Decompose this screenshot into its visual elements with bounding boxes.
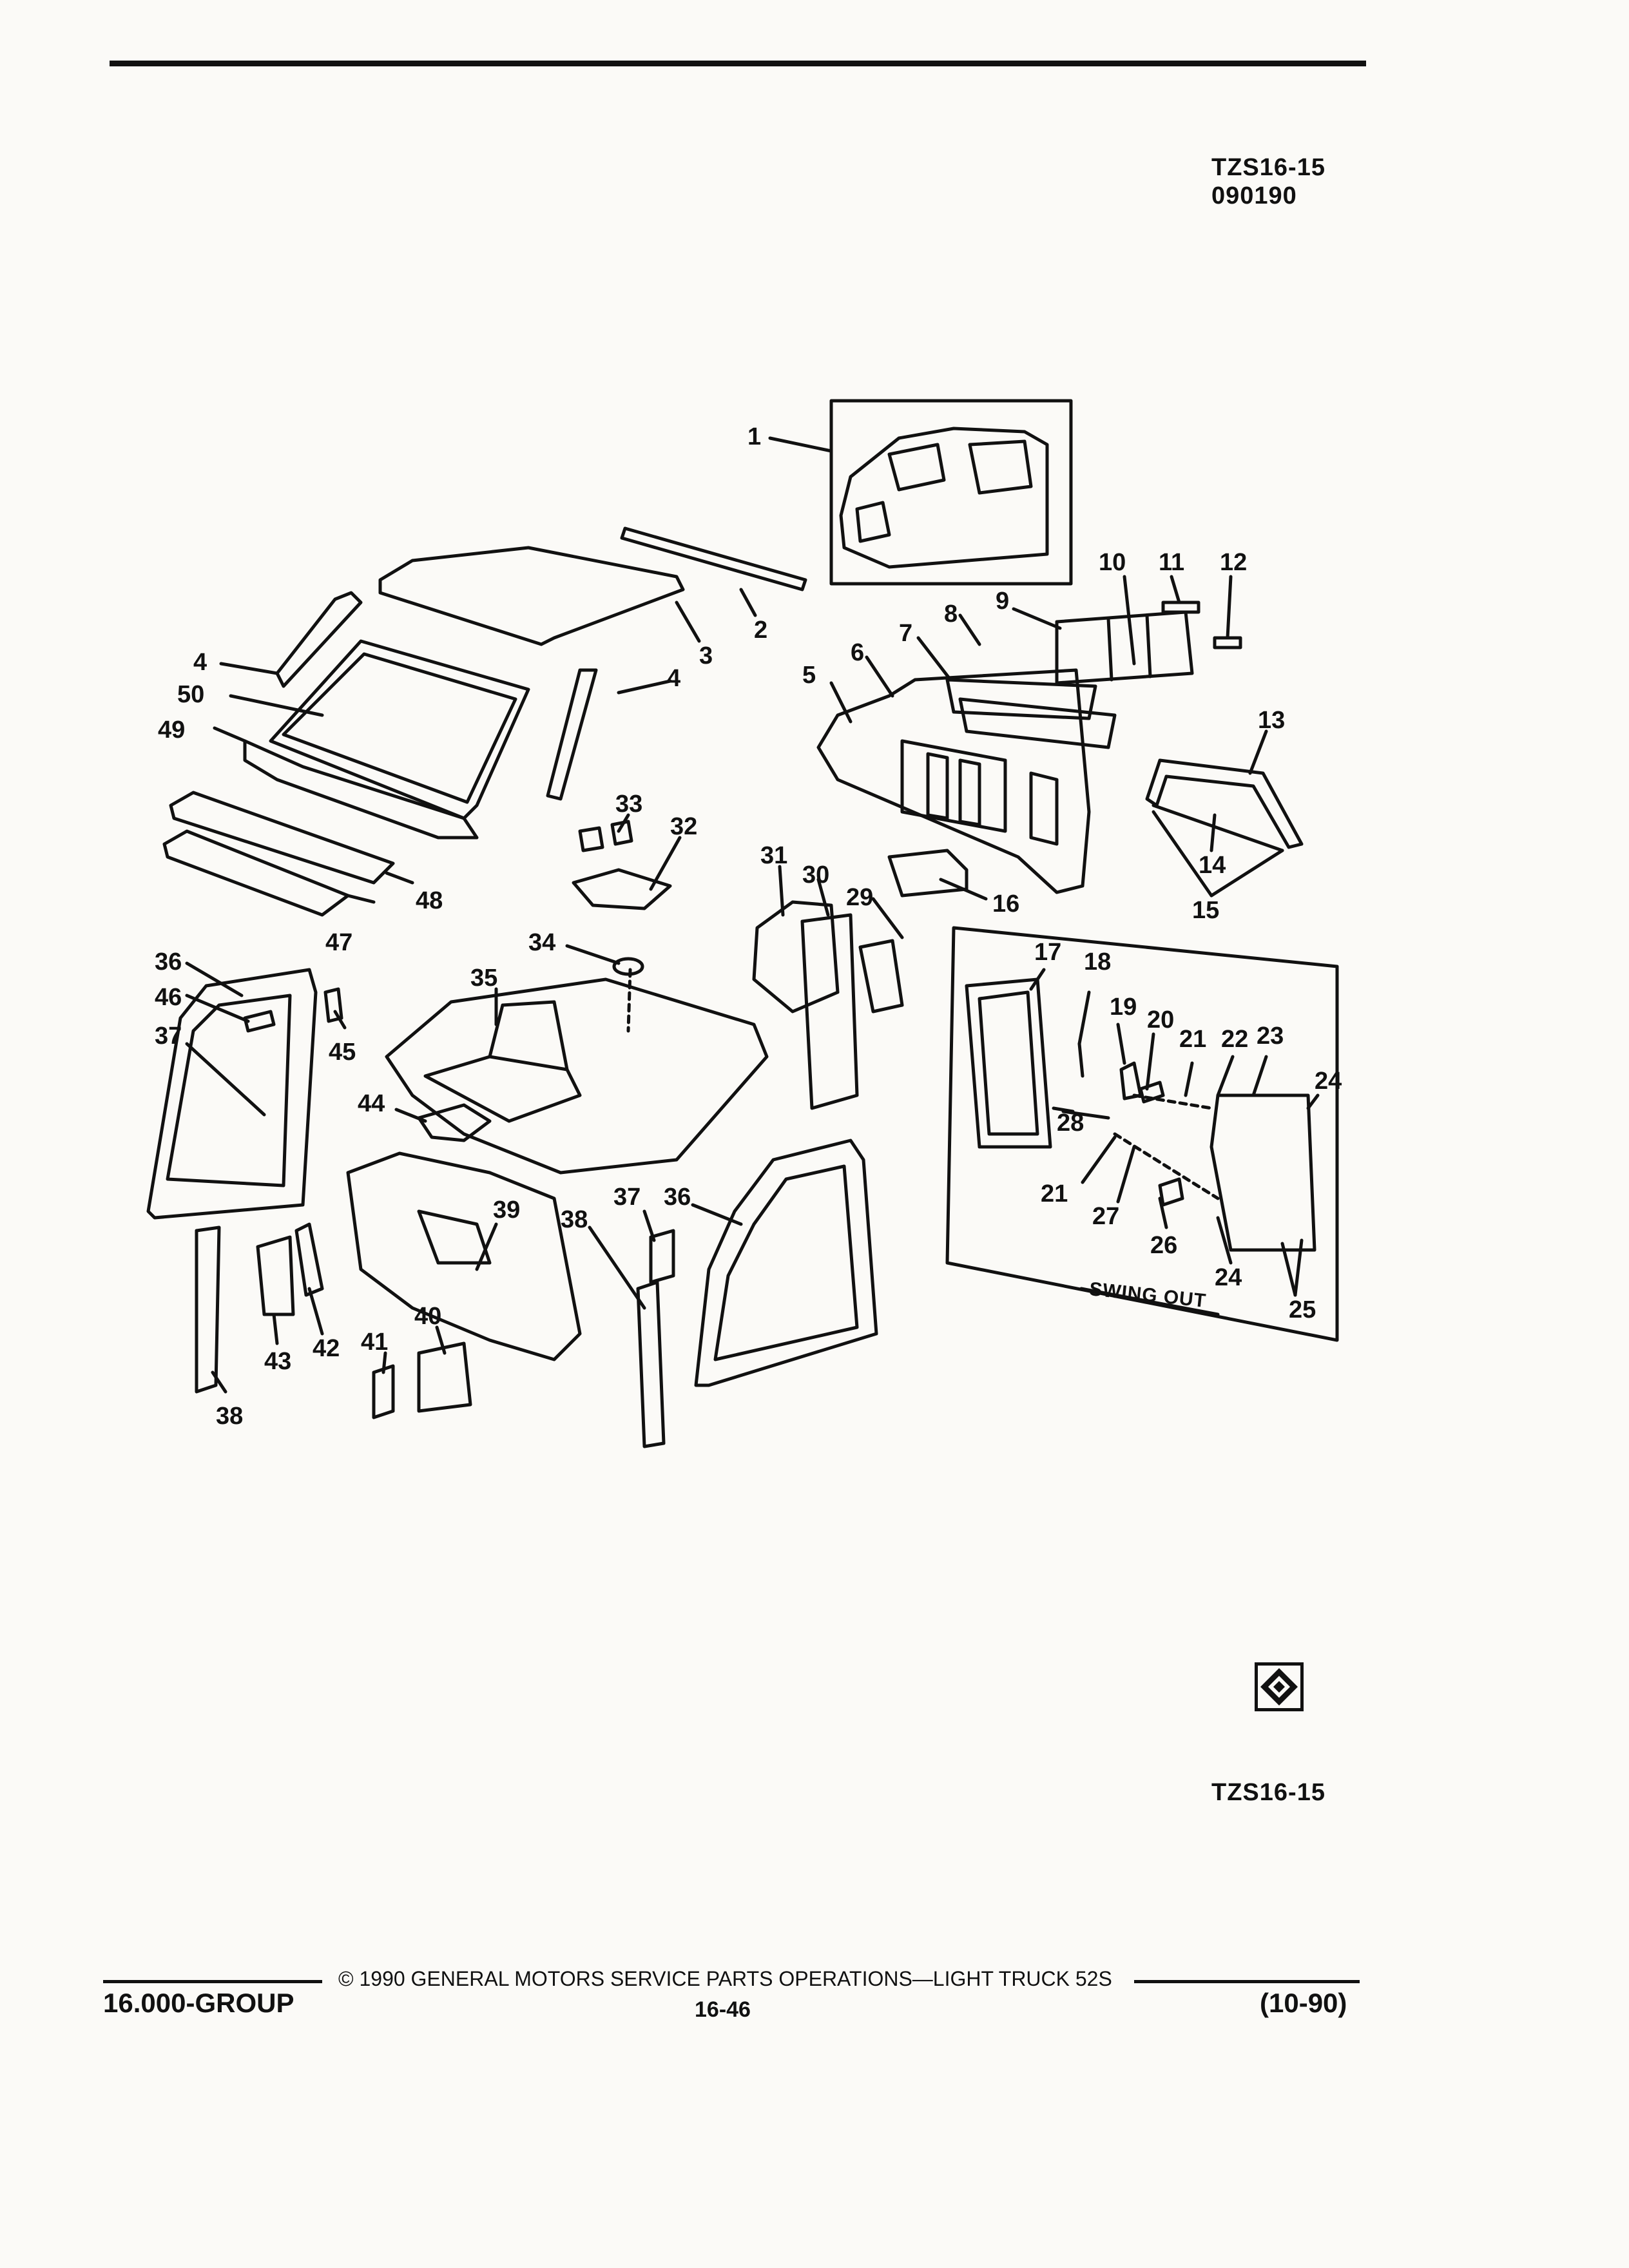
callout-50: 50	[177, 681, 204, 708]
callout-21-upper: 21	[1179, 1026, 1206, 1053]
callout-38-left: 38	[216, 1403, 243, 1430]
callout-11: 11	[1159, 549, 1184, 576]
footer-group: 16.000-GROUP	[103, 1988, 294, 2018]
callout-48: 48	[416, 887, 443, 914]
callout-10: 10	[1099, 549, 1126, 576]
callout-4-right: 4	[667, 665, 680, 692]
callout-15: 15	[1192, 897, 1219, 924]
callout-36-left: 36	[155, 948, 182, 975]
callout-7: 7	[899, 620, 912, 647]
callout-28: 28	[1057, 1110, 1084, 1137]
callout-47: 47	[325, 929, 352, 956]
callout-8: 8	[944, 601, 958, 628]
callout-24-lower: 24	[1215, 1264, 1242, 1291]
footer-rule-right	[1134, 1980, 1360, 1983]
callout-35: 35	[470, 965, 497, 992]
callout-44: 44	[358, 1090, 385, 1117]
callout-9: 9	[996, 588, 1009, 615]
callout-21-lower: 21	[1041, 1180, 1068, 1207]
figure-code: TZS16-15	[1211, 1779, 1325, 1806]
callout-17: 17	[1034, 939, 1061, 966]
callout-38-right: 38	[561, 1206, 588, 1233]
callout-26: 26	[1150, 1232, 1177, 1259]
header-code: TZS16-15 090190	[1211, 153, 1325, 210]
callout-25: 25	[1289, 1296, 1316, 1323]
callout-43: 43	[264, 1348, 291, 1375]
callout-46: 46	[155, 984, 182, 1011]
footer-page-number: 16-46	[695, 1997, 751, 2022]
callout-33: 33	[615, 791, 642, 818]
callout-5: 5	[802, 662, 816, 689]
gm-service-parts-logo	[1255, 1662, 1304, 1711]
callout-30: 30	[802, 861, 829, 889]
top-rule	[110, 61, 1366, 66]
footer-revision: (10-90)	[1260, 1988, 1347, 2018]
callout-22: 22	[1221, 1026, 1248, 1053]
callout-34: 34	[528, 929, 555, 956]
callout-42: 42	[313, 1335, 340, 1362]
callout-37-left: 37	[155, 1023, 182, 1050]
callout-2: 2	[754, 617, 767, 644]
header-code-line-1: TZS16-15	[1211, 154, 1325, 181]
callout-19: 19	[1110, 994, 1137, 1021]
callout-16: 16	[992, 890, 1019, 918]
callout-45: 45	[329, 1039, 356, 1066]
callout-13: 13	[1258, 707, 1285, 734]
callout-24-upper: 24	[1315, 1068, 1342, 1095]
callout-23: 23	[1257, 1023, 1284, 1050]
callout-41: 41	[361, 1329, 388, 1356]
callout-6: 6	[851, 639, 864, 666]
callout-40: 40	[414, 1303, 441, 1330]
callout-12: 12	[1220, 549, 1247, 576]
callout-4-left: 4	[193, 649, 207, 676]
footer-copyright: © 1990 GENERAL MOTORS SERVICE PARTS OPER…	[338, 1967, 1112, 1990]
header-code-line-2: 090190	[1211, 182, 1297, 209]
callout-37-right: 37	[613, 1184, 641, 1211]
callout-36-right: 36	[664, 1184, 691, 1211]
callout-39: 39	[493, 1196, 520, 1224]
callout-49: 49	[158, 716, 185, 744]
callout-32: 32	[670, 813, 697, 840]
callout-20: 20	[1147, 1006, 1174, 1033]
callout-18: 18	[1084, 948, 1111, 975]
footer-rule-left	[103, 1980, 322, 1983]
swing-out-label: SWING OUT	[1088, 1278, 1208, 1312]
callout-1: 1	[747, 423, 761, 450]
callout-31: 31	[760, 842, 787, 869]
callout-3: 3	[699, 642, 713, 669]
callout-14: 14	[1199, 852, 1226, 879]
callout-29: 29	[846, 884, 873, 911]
callout-27: 27	[1092, 1203, 1119, 1230]
